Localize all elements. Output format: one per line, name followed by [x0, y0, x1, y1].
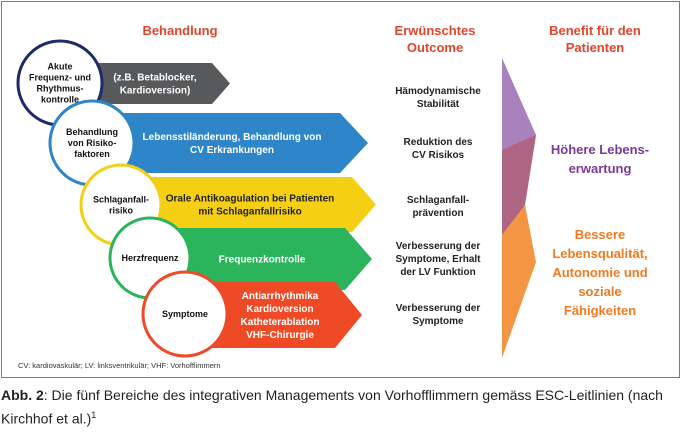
outcome-text: Verbesserung der Symptome	[378, 302, 498, 328]
category-label: Symptome	[162, 309, 208, 319]
treatment-arrow	[110, 113, 368, 173]
header-benefit: Benefit für den Patienten	[520, 22, 670, 56]
benefit-upper: Höhere Lebens- erwartung	[530, 140, 670, 178]
header-benefit-line1: Benefit für den	[549, 23, 641, 38]
category-circle	[141, 270, 229, 358]
outcome-text: Verbesserung der Symptome, Erhalt der LV…	[378, 240, 498, 279]
outcome-text: Hämodynamische Stabilität	[378, 85, 498, 111]
benefit-line: Lebensqualität,	[552, 246, 648, 261]
treatment-arrow	[138, 177, 376, 232]
category-label: Schlaganfall-risiko	[93, 195, 149, 216]
benefit-line: Autonomie und	[552, 265, 648, 280]
outcome-line: CV Risikos	[411, 150, 465, 161]
header-outcome-line1: Erwünschtes	[394, 23, 476, 38]
treatment-label: (z.B. Betablocker,Kardioversion)	[113, 73, 197, 97]
figure-caption: Abb. 2: Die fünf Bereiche des integrativ…	[1, 385, 681, 429]
outcome-line: Stabilität	[416, 99, 460, 110]
header-outcome-line2: Outcome	[406, 40, 464, 55]
caption-text: : Die fünf Bereiche des integrativen Man…	[1, 387, 663, 427]
header-behandlung: Behandlung	[142, 23, 218, 38]
treatment-arrow	[78, 63, 230, 104]
outcome-text: Reduktion des CV Risikos	[378, 136, 498, 162]
outcome-line: Symptome, Erhalt	[395, 254, 481, 265]
outcome-line: Schlaganfall-	[406, 195, 470, 206]
benefit-line: Höhere Lebens-	[550, 142, 650, 157]
benefit-line: Fähigkeiten	[563, 303, 637, 318]
outcome-line: Reduktion des	[403, 137, 473, 148]
category-label: Herzfrequenz	[121, 253, 179, 263]
benefit-arrow-lower	[502, 205, 536, 358]
treatment-label: Frequenzkontrolle	[219, 255, 306, 266]
outcome-line: prävention	[412, 208, 464, 219]
outcome-line: Hämodynamische	[395, 86, 481, 97]
benefit-line: erwartung	[568, 161, 632, 176]
benefit-lower: Bessere Lebensqualität, Autonomie und so…	[530, 225, 670, 320]
outcome-line: der LV Funktion	[400, 267, 476, 278]
abbreviations-footnote: CV: kardiovaskulär; LV: linksventrikulär…	[18, 361, 221, 370]
benefit-line: soziale	[578, 284, 622, 299]
header-benefit-line2: Patienten	[565, 40, 625, 55]
caption-label: Abb. 2	[1, 387, 44, 403]
caption-reference: 1	[91, 410, 97, 420]
benefit-arrow-overlap	[502, 135, 536, 235]
outcome-line: Verbesserung der	[395, 303, 481, 314]
outcome-line: Symptome	[412, 316, 464, 327]
treatment-arrow	[205, 282, 362, 348]
outcome-line: Verbesserung der	[395, 241, 481, 252]
header-outcome: Erwünschtes Outcome	[365, 22, 505, 56]
treatment-arrow	[168, 228, 372, 290]
outcome-text: Schlaganfall- prävention	[378, 194, 498, 220]
benefit-line: Bessere	[574, 227, 626, 242]
